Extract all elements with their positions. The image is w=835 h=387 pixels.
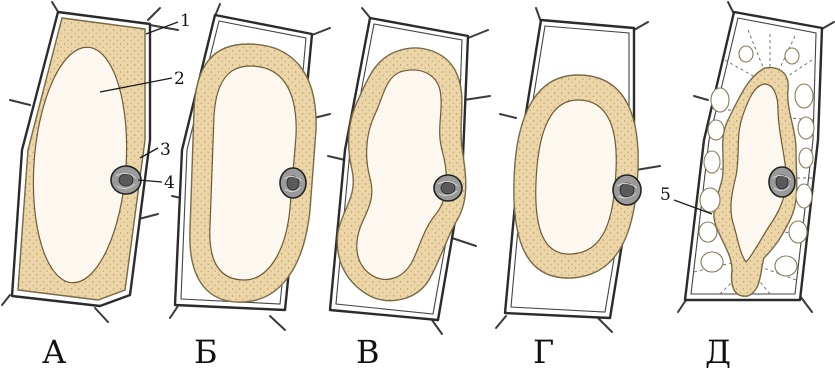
cell-g-nucleus xyxy=(613,175,641,205)
cell-v-nucleus xyxy=(434,175,462,201)
caption-g: Г xyxy=(533,336,554,368)
caption-d: Д xyxy=(705,336,731,368)
label-5-periplasm: 5 xyxy=(660,185,671,205)
label-4-nucleus: 4 xyxy=(164,173,175,193)
cell-g xyxy=(496,8,660,332)
cell-a-nucleus xyxy=(111,166,141,194)
label-1-cell-wall: 1 xyxy=(180,11,191,31)
cell-d-nucleus xyxy=(769,167,795,197)
cell-v xyxy=(328,8,490,334)
caption-b: Б xyxy=(194,336,218,368)
cell-b xyxy=(170,4,330,330)
cell-d xyxy=(678,2,834,312)
label-3-cytoplasm: 3 xyxy=(160,140,171,160)
cell-g-vacuole xyxy=(536,100,616,254)
cell-b-nucleus xyxy=(280,168,306,198)
caption-v: В xyxy=(356,336,380,368)
label-2-vacuole: 2 xyxy=(174,69,185,89)
caption-a: А xyxy=(42,336,66,368)
cell-a xyxy=(2,2,178,322)
